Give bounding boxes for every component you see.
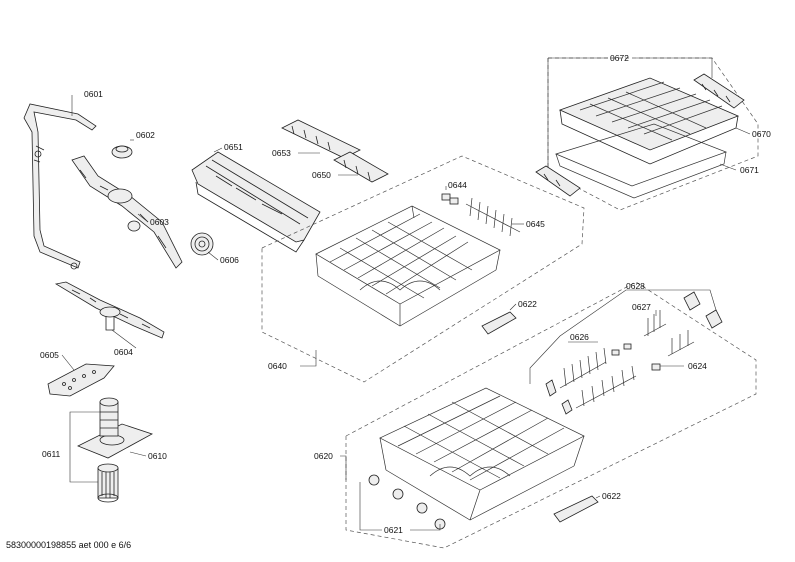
- leader-0622-upper: [509, 303, 517, 311]
- leader-0672b: [636, 57, 713, 78]
- label-0671: 0671: [740, 165, 759, 175]
- leader-0606: [207, 251, 219, 261]
- lower-spray-arm-0604[interactable]: [54, 281, 165, 339]
- label-0620: 0620: [314, 451, 333, 461]
- label-0624: 0624: [688, 361, 707, 371]
- supply-pipe-0601[interactable]: [23, 103, 97, 270]
- leader-0671: [719, 163, 737, 171]
- leader-0622-lower: [595, 495, 601, 499]
- cylinder-filter-0611[interactable]: [97, 463, 119, 503]
- folding-spikes-0627[interactable]: [643, 310, 695, 357]
- micro-filter-0606[interactable]: [190, 232, 214, 256]
- label-0606: 0606: [220, 255, 239, 265]
- leader-0611a: [69, 411, 100, 454]
- label-0628: 0628: [626, 281, 645, 291]
- clips-0624[interactable]: [611, 343, 661, 371]
- clips-0628[interactable]: [545, 291, 723, 415]
- label-0626: 0626: [570, 332, 589, 342]
- leader-0610: [129, 451, 147, 457]
- rail-0672-right[interactable]: [693, 73, 745, 109]
- label-0622-lower: 0622: [602, 491, 621, 501]
- label-0602: 0602: [136, 130, 155, 140]
- label-0621: 0621: [384, 525, 403, 535]
- leader-0603: [137, 213, 149, 223]
- folding-spikes-0645[interactable]: [465, 197, 521, 237]
- filter-combination-0610[interactable]: [77, 397, 153, 459]
- label-0650: 0650: [312, 170, 331, 180]
- cutlery-tray-0651[interactable]: [191, 151, 321, 253]
- rack-frame-0671[interactable]: [554, 123, 727, 199]
- leader-0621a: [359, 482, 382, 531]
- label-0601: 0601: [84, 89, 103, 99]
- lower-basket-boundary: [345, 281, 757, 549]
- leader-0621b: [410, 524, 441, 531]
- label-0622-upper: 0622: [518, 299, 537, 309]
- label-0605: 0605: [40, 350, 59, 360]
- label-0672: 0672: [610, 53, 629, 63]
- nut-0602[interactable]: [111, 145, 133, 159]
- label-0627: 0627: [632, 302, 651, 312]
- label-0670: 0670: [752, 129, 771, 139]
- lower-basket-0620[interactable]: [379, 387, 585, 521]
- label-0640: 0640: [268, 361, 287, 371]
- rail-0653[interactable]: [281, 119, 361, 159]
- label-0604: 0604: [114, 347, 133, 357]
- handle-0622-upper[interactable]: [481, 311, 517, 335]
- label-0653: 0653: [272, 148, 291, 158]
- upper-spray-arm-0603[interactable]: [71, 155, 183, 269]
- upper-basket-0640[interactable]: [315, 205, 501, 327]
- wheels-0621[interactable]: [368, 474, 446, 530]
- cutlery-rack-0670[interactable]: [558, 77, 740, 165]
- leader-0604: [111, 329, 137, 349]
- label-0651: 0651: [224, 142, 243, 152]
- label-0603: 0603: [150, 217, 169, 227]
- label-0610: 0610: [148, 451, 167, 461]
- leader-0628: [529, 289, 717, 384]
- label-0644: 0644: [448, 180, 467, 190]
- rail-0672-left[interactable]: [535, 165, 581, 197]
- leader-0620: [340, 455, 347, 480]
- folding-spikes-0626[interactable]: [559, 347, 637, 409]
- rail-0650[interactable]: [333, 151, 389, 183]
- handle-0622-lower[interactable]: [553, 495, 599, 523]
- drawing-reference: 58300000198855 aet 000 e 6/6: [6, 540, 132, 550]
- leader-0640: [300, 350, 317, 367]
- filter-plate-0605[interactable]: [47, 363, 115, 397]
- leader-0651: [213, 147, 223, 153]
- leader-0611b: [69, 454, 98, 483]
- label-0645: 0645: [526, 219, 545, 229]
- upper-basket-boundary: [261, 155, 585, 383]
- leader-0605: [61, 354, 75, 371]
- clip-0644[interactable]: [441, 193, 459, 205]
- label-0611: 0611: [42, 449, 61, 459]
- leader-0670: [735, 127, 751, 135]
